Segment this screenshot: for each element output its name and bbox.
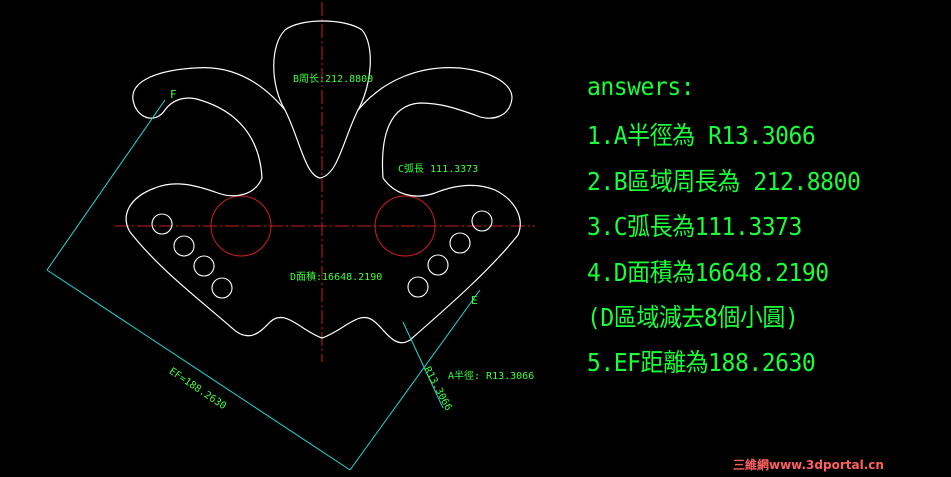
answer-3: 3.C弧長為111.3373 [587, 212, 802, 241]
answer-1: 1.A半徑為 R13.3066 [587, 121, 816, 150]
answer-5: 5.EF距離為188.2630 [587, 348, 816, 377]
right-swirl [357, 67, 513, 179]
b-perimeter-label: B周长:212.8800 [293, 74, 374, 85]
hole [407, 276, 429, 298]
ef-dimension-line [46, 269, 351, 471]
answer-4-note: (D區域減去8個小圓) [587, 303, 799, 332]
point-e-label: E [471, 294, 478, 307]
watermark: 三維網www.3dportal.cn [733, 458, 884, 472]
hole [211, 277, 233, 299]
extension-line-f [46, 99, 166, 271]
d-area-label: D面積:16648.2190 [290, 272, 383, 283]
answer-4: 4.D面積為16648.2190 [587, 258, 829, 287]
left-reference-circle [210, 195, 272, 257]
right-reference-circle [374, 195, 436, 257]
hole [471, 210, 493, 232]
point-f-label: F [170, 88, 177, 101]
hole [173, 235, 195, 257]
radius-leader-line [402, 321, 444, 409]
hole [151, 213, 173, 235]
answer-2: 2.B區域周長為 212.8800 [587, 167, 861, 196]
region-b-bulb [273, 20, 371, 179]
c-arc-label: C弧長 111.3373 [398, 164, 479, 175]
answers-title: answers: [587, 72, 695, 101]
left-swirl [132, 67, 286, 179]
extension-line-e [349, 289, 481, 471]
hole [449, 232, 471, 254]
hole [427, 254, 449, 276]
hole [193, 255, 215, 277]
a-radius-label: A半徑: R13.3066 [448, 371, 535, 382]
main-body [125, 177, 521, 344]
small-holes [151, 210, 493, 299]
